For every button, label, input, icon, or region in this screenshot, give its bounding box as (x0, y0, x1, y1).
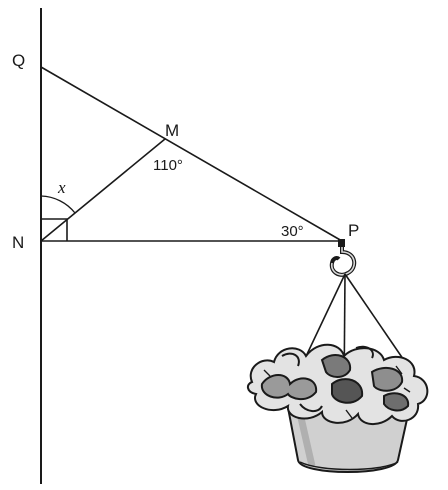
point-label-N: N (12, 233, 24, 252)
angle-label-P: 30° (281, 223, 304, 240)
point-label-Q: Q (12, 51, 25, 70)
angle-label-x: x (57, 178, 66, 197)
line-QP (40, 66, 343, 242)
point-label-M: M (165, 121, 179, 140)
foliage-icon (246, 343, 429, 425)
right-angle-marker (41, 218, 68, 241)
angle-label-M: 110° (153, 157, 183, 174)
hook-icon (329, 239, 357, 277)
line-NM (40, 138, 166, 242)
angle-x-arc (40, 195, 76, 214)
point-label-P: P (348, 221, 359, 240)
